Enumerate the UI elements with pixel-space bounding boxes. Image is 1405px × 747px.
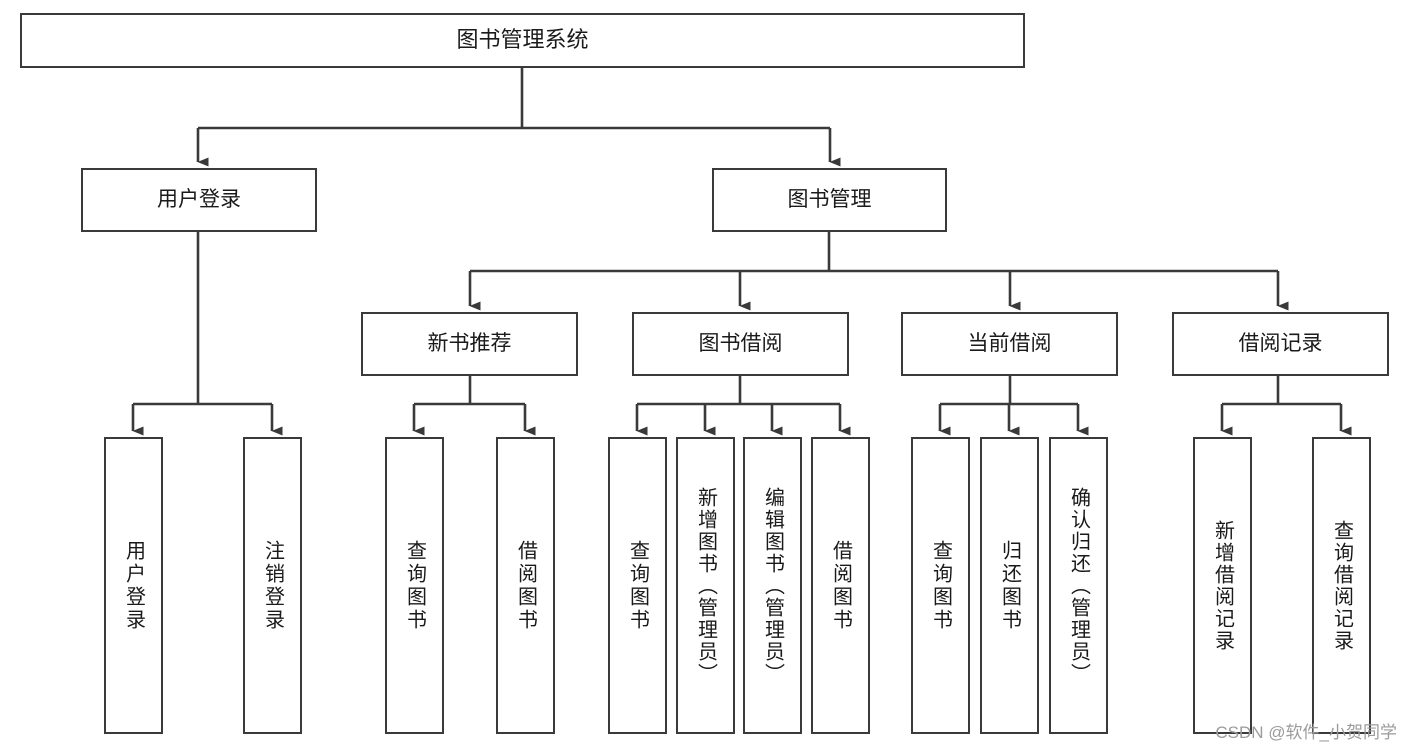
node-borrow-record[interactable]: 借阅记录 <box>1172 312 1389 376</box>
leaf-return-book[interactable]: 归还图书 <box>980 437 1039 734</box>
node-label: 注销登录 <box>261 539 284 632</box>
node-label: 编辑图书（管理员） <box>761 486 784 685</box>
node-book-management[interactable]: 图书管理 <box>712 168 947 232</box>
node-label: 查询借阅记录 <box>1330 519 1353 652</box>
leaf-logout[interactable]: 注销登录 <box>243 437 302 734</box>
node-label: 确认归还（管理员） <box>1067 486 1090 685</box>
node-label: 新书推荐 <box>427 332 512 356</box>
node-root-system[interactable]: 图书管理系统 <box>20 13 1025 68</box>
node-label: 借阅图书 <box>829 539 852 632</box>
node-new-book-recommend[interactable]: 新书推荐 <box>361 312 578 376</box>
node-label: 查询图书 <box>929 539 952 632</box>
node-label: 查询图书 <box>626 539 649 632</box>
node-label: 查询图书 <box>403 539 426 632</box>
node-label: 借阅记录 <box>1238 332 1323 356</box>
leaf-borrow-book-recommend[interactable]: 借阅图书 <box>496 437 555 734</box>
leaf-add-borrow-record[interactable]: 新增借阅记录 <box>1193 437 1252 734</box>
node-label: 新增借阅记录 <box>1211 519 1234 652</box>
csdn-watermark: CSDN @软件_小贺同学 <box>1215 723 1397 742</box>
leaf-borrow-book[interactable]: 借阅图书 <box>811 437 870 734</box>
leaf-query-book-current[interactable]: 查询图书 <box>911 437 970 734</box>
node-label: 用户登录 <box>157 188 241 212</box>
leaf-edit-book-admin[interactable]: 编辑图书（管理员） <box>743 437 802 734</box>
leaf-query-book-borrow[interactable]: 查询图书 <box>608 437 667 734</box>
leaf-user-login[interactable]: 用户登录 <box>104 437 163 734</box>
node-label: 用户登录 <box>122 539 145 632</box>
node-label: 图书管理 <box>787 188 872 212</box>
node-label: 图书管理系统 <box>456 27 589 53</box>
leaf-query-borrow-record[interactable]: 查询借阅记录 <box>1312 437 1371 734</box>
node-label: 图书借阅 <box>698 332 783 356</box>
leaf-confirm-return-admin[interactable]: 确认归还（管理员） <box>1049 437 1108 734</box>
node-book-borrow[interactable]: 图书借阅 <box>632 312 849 376</box>
leaf-query-book-recommend[interactable]: 查询图书 <box>385 437 444 734</box>
node-user-login[interactable]: 用户登录 <box>81 168 317 232</box>
node-current-borrow[interactable]: 当前借阅 <box>901 312 1118 376</box>
node-label: 当前借阅 <box>967 332 1052 356</box>
node-label: 归还图书 <box>998 539 1021 632</box>
leaf-add-book-admin[interactable]: 新增图书（管理员） <box>676 437 735 734</box>
node-label: 新增图书（管理员） <box>694 486 717 685</box>
node-label: 借阅图书 <box>514 539 537 632</box>
